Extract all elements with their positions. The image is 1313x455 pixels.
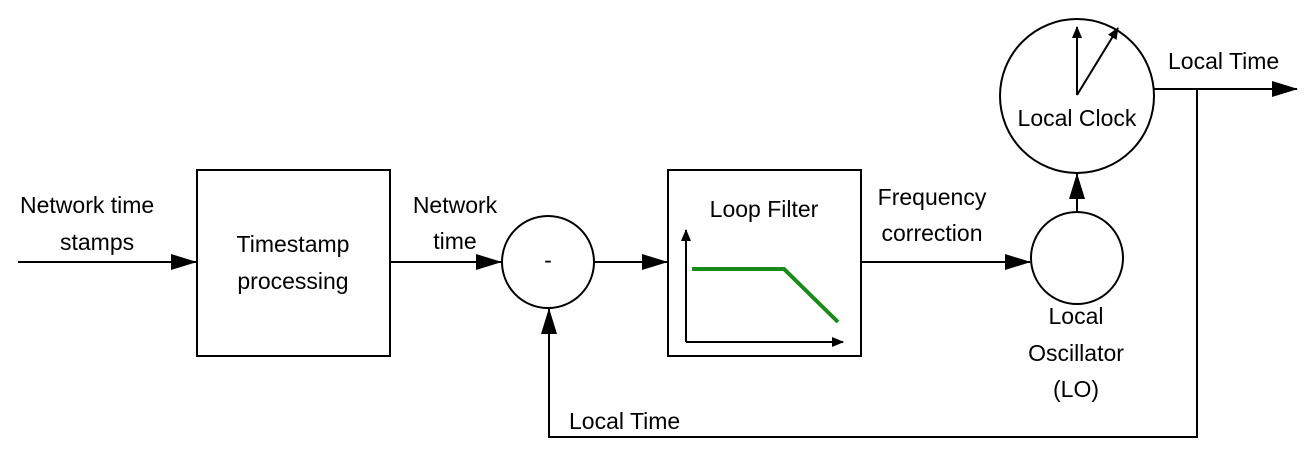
loop-filter-block [667, 169, 862, 357]
clock-minute-hand [1076, 27, 1119, 96]
loop-filter-response-plot [681, 229, 844, 347]
local-oscillator-label-line3: (LO) [1053, 376, 1099, 402]
local-time-feedback-label: Local Time [569, 408, 680, 434]
subtractor-sign: - [544, 247, 552, 273]
input-label-line1: Network time [20, 192, 154, 218]
network-time-label-line1: Network [413, 192, 498, 218]
filter-response-curve [692, 267, 840, 324]
timestamp-processing-block [196, 169, 391, 357]
local-oscillator-circle [1030, 211, 1124, 305]
frequency-correction-label-line2: correction [882, 220, 983, 246]
timestamp-processing-label-line1: Timestamp [237, 231, 350, 257]
input-label-line2: stamps [60, 229, 134, 255]
loop-filter-label: Loop Filter [710, 196, 819, 222]
network-time-label-line2: time [433, 228, 476, 254]
clock-hands-icon [1072, 26, 1119, 96]
local-clock-label: Local Clock [1018, 105, 1137, 131]
local-time-output-label: Local Time [1168, 48, 1279, 74]
local-time-feedback-path [541, 89, 1198, 438]
local-oscillator-label-line1: Local [1049, 303, 1104, 329]
local-clock-circle [999, 18, 1155, 174]
local-oscillator-label-line2: Oscillator [1028, 340, 1124, 366]
timestamp-processing-label-line2: processing [237, 268, 348, 294]
frequency-correction-label-line1: Frequency [878, 184, 987, 210]
